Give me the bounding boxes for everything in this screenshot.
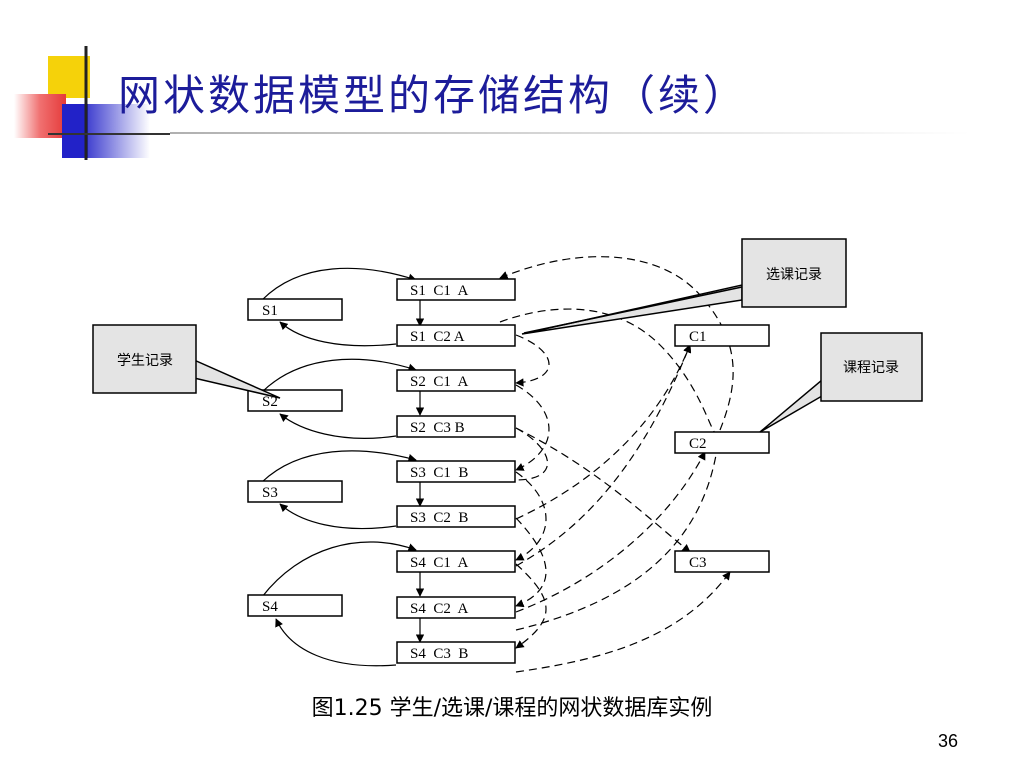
student-record: S3: [247, 480, 343, 503]
enrollment-record: S1 C1 A: [396, 278, 516, 301]
course-chain-links: [499, 256, 734, 673]
callout-label-enrollment: 选课记录: [766, 267, 822, 283]
enrollment-record-label: S2 C1 A: [410, 374, 469, 390]
figure-caption: 图1.25 学生/选课/课程的网状数据库实例: [311, 696, 713, 721]
enrollment-record-label: S1 C1 A: [410, 283, 469, 299]
enrollment-record: S4 C2 A: [396, 596, 516, 619]
callout-enrollment: 选课记录: [521, 238, 847, 335]
course-record: C1: [674, 324, 770, 347]
enrollment-record: S2 C3 B: [396, 415, 516, 438]
student-record-label: S2: [262, 394, 278, 410]
enrollment-record: S3 C2 B: [396, 505, 516, 528]
enrollment-record: S2 C1 A: [396, 369, 516, 392]
enrollment-record: S3 C1 B: [396, 460, 516, 483]
student-record-label: S3: [262, 485, 278, 501]
student-record-label: S1: [262, 303, 278, 319]
enrollment-record-label: S4 C2 A: [410, 601, 469, 617]
callout-label-student: 学生记录: [117, 353, 173, 369]
student-record-group: S1 S2 S3 S4: [247, 298, 343, 617]
enrollment-record: S4 C1 A: [396, 550, 516, 573]
enrollment-record-label: S3 C1 B: [410, 465, 468, 481]
course-record-label: C2: [689, 436, 707, 452]
enrollment-record-group: S1 C1 A S1 C2 A S2 C1 A S2 C3 B S3 C1 B …: [396, 278, 516, 664]
student-record: S4: [247, 594, 343, 617]
student-record: S1: [247, 298, 343, 321]
enrollment-record: S1 C2 A: [396, 324, 516, 347]
enrollment-record-label: S1 C2 A: [410, 329, 465, 345]
enrollment-record: S4 C3 B: [396, 641, 516, 664]
course-record-label: C1: [689, 329, 707, 345]
course-record-group: C1 C2 C3: [674, 324, 770, 573]
student-record-label: S4: [262, 599, 278, 615]
student-record: S2: [247, 389, 343, 412]
enrollment-record-label: S4 C1 A: [410, 555, 469, 571]
enrollment-record-label: S3 C2 B: [410, 510, 468, 526]
title-decoration: [14, 46, 970, 160]
student-chain-links: [261, 267, 417, 667]
slide-title: 网状数据模型的存储结构（续）: [118, 71, 749, 120]
enrollment-record-label: S4 C3 B: [410, 646, 468, 662]
page-number: 36: [938, 731, 959, 751]
course-record: C2: [674, 431, 770, 454]
callout-student: 学生记录: [92, 324, 281, 399]
callout-course: 课程记录: [759, 332, 923, 433]
enrollment-record-label: S2 C3 B: [410, 420, 465, 436]
course-record: C3: [674, 550, 770, 573]
callout-label-course: 课程记录: [843, 360, 899, 376]
course-record-label: C3: [689, 555, 707, 571]
